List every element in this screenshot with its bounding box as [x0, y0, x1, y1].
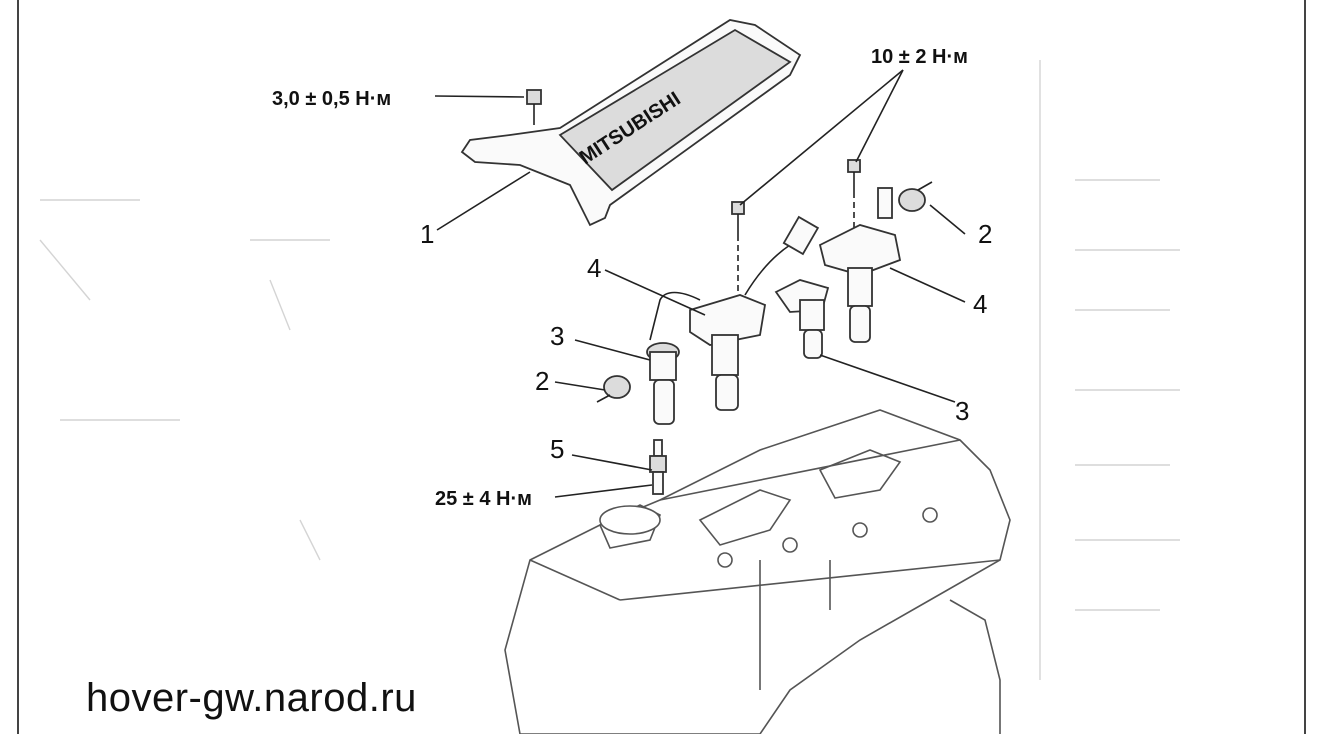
callout-2-right: 2 — [978, 219, 992, 249]
coil-bolt-left — [731, 201, 745, 235]
engine-cylinder-head — [504, 409, 1011, 735]
torque-cover-bolt: 3,0 ± 0,5 Н·м — [272, 88, 391, 110]
plug-boot-left — [646, 342, 680, 425]
leader-lines — [434, 69, 966, 498]
torque-spark-plug: 25 ± 4 Н·м — [435, 488, 532, 510]
callout-2-left: 2 — [535, 366, 549, 396]
site-watermark: hover-gw.narod.ru — [86, 676, 417, 720]
plug-boot-right — [774, 279, 830, 359]
cover-bolt — [526, 89, 542, 125]
torque-coil-bolts: 10 ± 2 Н·м — [871, 46, 968, 68]
callout-3-left: 3 — [550, 321, 564, 351]
spark-plug — [649, 439, 667, 495]
background-bleed — [39, 60, 1180, 680]
seal-grommet-left — [596, 375, 631, 403]
ignition-coil-right — [818, 187, 902, 343]
engine-cover: MITSUBISHI — [460, 19, 802, 227]
coil-bolt-right — [847, 159, 861, 192]
callout-4-right: 4 — [973, 289, 987, 319]
seal-grommet-right — [898, 181, 933, 212]
callout-1: 1 — [420, 219, 434, 249]
callout-5: 5 — [550, 434, 564, 464]
ignition-coil-left — [649, 215, 820, 411]
callout-4-left: 4 — [587, 253, 601, 283]
callout-3-right: 3 — [955, 396, 969, 426]
